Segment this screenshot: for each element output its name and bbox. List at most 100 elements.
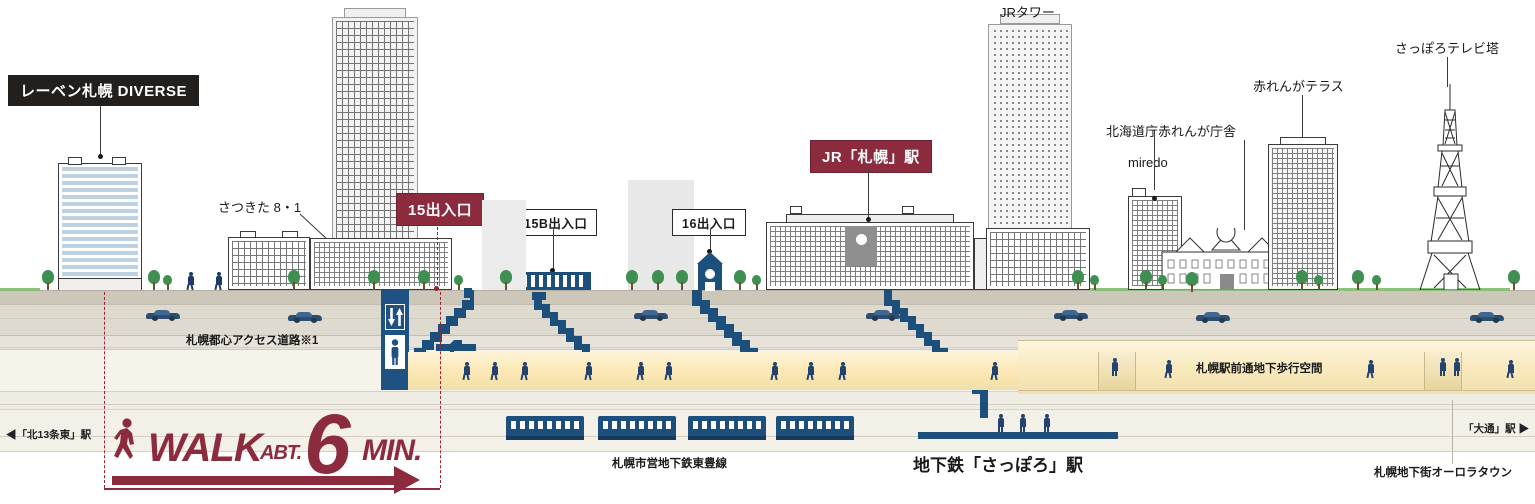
pedestrian-tunnel: [1506, 360, 1515, 379]
leader-line-tv-tower: [1447, 57, 1448, 87]
window-grid: [990, 232, 1086, 286]
strata-hairline: [0, 318, 1535, 319]
label-aurora-town: 札幌地下街オーロラタウン: [1374, 467, 1512, 479]
label-diverse: レーベン札幌 DIVERSE: [8, 75, 200, 106]
pedestrian-tunnel: [1366, 360, 1375, 379]
car: [866, 310, 900, 321]
subway-train-car: [688, 416, 766, 440]
tree: [626, 270, 638, 290]
tree: [1508, 270, 1520, 290]
aurora-town-leader: [1452, 400, 1453, 464]
roof-box: [790, 206, 802, 214]
pedestrian-concourse: [520, 362, 529, 381]
tree: [42, 270, 54, 290]
tree: [1372, 275, 1381, 290]
clock-icon: [856, 234, 867, 245]
car: [1196, 312, 1230, 323]
label-miredo: miredo: [1128, 155, 1168, 170]
car: [146, 310, 180, 321]
tree: [1158, 275, 1167, 290]
walk-word: WALK: [148, 426, 263, 470]
elevator-person-panel: [385, 335, 405, 369]
route-marker-end: [440, 292, 441, 488]
tree: [676, 270, 688, 290]
label-tv-tower: さっぽろテレビ塔: [1395, 41, 1500, 56]
building-podium: [58, 278, 142, 290]
building-diverse-tower: [58, 163, 142, 290]
tree: [418, 270, 430, 290]
strata-hairline: [0, 436, 1535, 437]
tree: [1296, 270, 1308, 290]
tree: [148, 270, 160, 290]
roof-box: [68, 157, 82, 165]
roof-box: [902, 206, 914, 214]
platform-passenger: [996, 414, 1005, 432]
tunnel-ceiling-line: [1018, 340, 1535, 342]
car: [634, 310, 668, 321]
walking-person-icon: [114, 418, 134, 459]
elevator-shaft: [381, 290, 409, 390]
building-tower-podium: [310, 238, 452, 290]
label-exit-15b: 15B出入口: [514, 209, 598, 236]
car: [288, 312, 322, 323]
stairs-exit-15b: [532, 292, 606, 388]
ground-surface-band: [0, 290, 1535, 304]
tower-crown: [1000, 14, 1060, 24]
pedestrian: [186, 272, 195, 291]
label-odori: 「大通」駅 ▶: [1463, 423, 1529, 435]
subway-tunnel-band: [0, 410, 1535, 452]
tree: [734, 270, 746, 290]
tree: [1314, 275, 1323, 290]
leader-line-exit15: [437, 222, 438, 290]
label-kita13jo-higashi: ◀「北13条東」駅: [6, 429, 92, 441]
leader-dot-jr-sapporo: [866, 217, 871, 222]
pedestrian-concourse: [462, 362, 471, 381]
tree: [288, 270, 300, 290]
strata-hairline: [0, 404, 1535, 405]
route-marker-start: [104, 292, 105, 488]
walk-unit: MIN.: [362, 434, 422, 467]
arrow-down-icon: [388, 308, 395, 326]
pedestrian-concourse: [636, 362, 645, 381]
subway-platform: [918, 432, 1118, 439]
label-subway-sapporo: 地下鉄「さっぽろ」駅: [913, 456, 1083, 475]
walk-abbr: ABT.: [260, 442, 302, 464]
pedestrian-concourse: [806, 362, 815, 381]
platform-passenger: [1018, 414, 1027, 432]
leader-line-akarenga-chosha: [1244, 140, 1245, 230]
stairs-exit-16: [692, 290, 764, 388]
leader-dot-miredo: [1152, 196, 1157, 201]
leader-line-exit15b: [553, 229, 554, 270]
concourse-glow-left: [408, 352, 1020, 390]
tree: [1072, 270, 1084, 290]
walk-bar: [112, 476, 398, 485]
person-icon: [391, 339, 399, 365]
kiosk-bars: [523, 275, 587, 287]
roof-box: [1132, 188, 1146, 197]
label-jr-sapporo: JR「札幌」駅: [810, 140, 932, 173]
leader-line-miredo: [1154, 130, 1155, 190]
label-satsukita: さつきた 8・1: [218, 200, 302, 215]
tunnel-floor-line: [1018, 390, 1535, 392]
right-arrow-icon: [394, 466, 420, 494]
label-exit-16: 16出入口: [672, 209, 746, 236]
car: [1054, 310, 1088, 321]
leader-line-diverse: [100, 105, 101, 157]
building-akarenga-terrace: [1268, 144, 1338, 290]
arrow-up-icon: [396, 308, 403, 326]
pedestrian-concourse: [990, 362, 999, 381]
tree: [1186, 272, 1198, 292]
pedestrian-tunnel: [1438, 358, 1447, 376]
tree: [1352, 270, 1364, 290]
car: [1470, 312, 1504, 323]
pedestrian-tunnel: [1164, 360, 1173, 379]
walk-time-callout: WALK ABT. 6 MIN.: [112, 397, 428, 494]
station-clock-panel: [845, 226, 877, 266]
label-akarenga-chosha: 北海道庁赤れんが庁舎: [1106, 124, 1237, 139]
subsoil-band-middle: [0, 392, 1535, 410]
leader-dot-exit16: [707, 249, 712, 254]
route-baseline: [104, 488, 440, 490]
pedestrian-concourse: [664, 362, 673, 381]
label-toho-line: 札幌市営地下鉄東豊線: [612, 458, 727, 470]
